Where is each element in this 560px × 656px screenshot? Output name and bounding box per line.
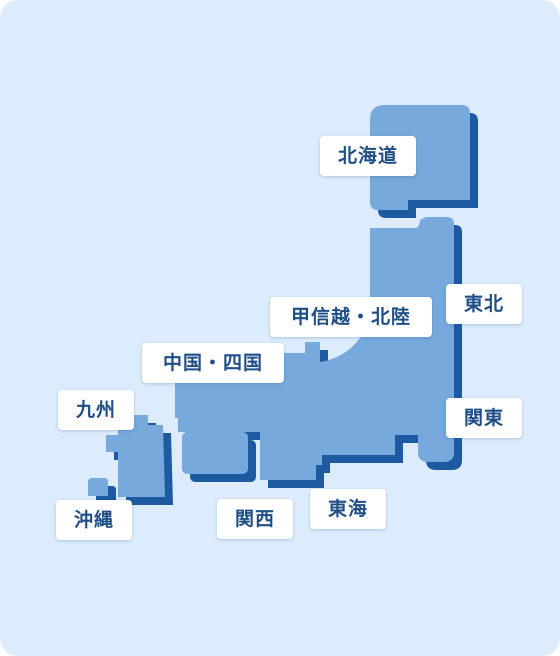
label-koshinetsu-hokuriku[interactable]: 甲信越・北陸 (270, 297, 432, 337)
label-tohoku[interactable]: 東北 (446, 284, 522, 324)
hokkaido-shape[interactable] (370, 105, 470, 210)
honshu-shape[interactable] (175, 217, 454, 480)
label-kanto[interactable]: 関東 (446, 398, 522, 438)
map-land (88, 105, 470, 497)
kyushu-shape[interactable] (106, 415, 165, 497)
label-tokai[interactable]: 東海 (310, 489, 386, 529)
label-okinawa[interactable]: 沖縄 (56, 500, 132, 540)
shikoku-shape[interactable] (182, 432, 248, 474)
label-kyushu[interactable]: 九州 (58, 390, 134, 430)
label-kansai[interactable]: 関西 (217, 499, 293, 539)
okinawa-shape[interactable] (88, 478, 108, 496)
label-chugoku-shikoku[interactable]: 中国・四国 (142, 343, 284, 383)
label-hokkaido[interactable]: 北海道 (320, 136, 416, 176)
